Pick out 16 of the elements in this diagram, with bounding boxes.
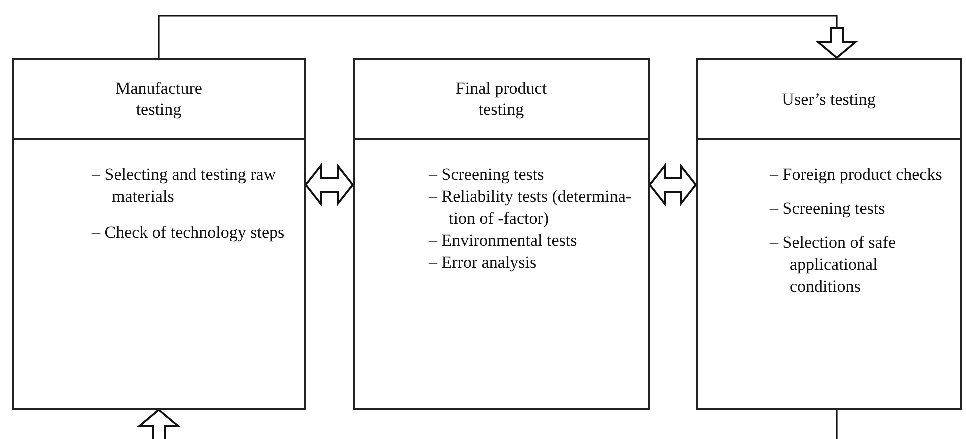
list-item: – Environmental tests [429,230,578,252]
list-item: – Selection of safe applicational conditions [770,232,898,298]
box-heading: Final product testing [454,78,548,120]
list-item: – Foreign product checks [770,164,944,186]
process-box [12,58,306,410]
list-item: – Screening tests [429,164,546,186]
list-item: – Check of technology steps [92,222,286,244]
list-item: – Error analysis [429,252,538,274]
box-heading: User’s testing [782,88,876,110]
process-box [353,58,650,410]
process-box [696,58,962,410]
list-item: – Reliability tests (determina-tion of -factor) [429,186,633,230]
connector-line [836,410,838,439]
box-heading: Manufacture testing [114,78,204,120]
list-item: – Selecting and testing raw materials [92,164,278,208]
list-item: – Screening tests [770,198,886,220]
